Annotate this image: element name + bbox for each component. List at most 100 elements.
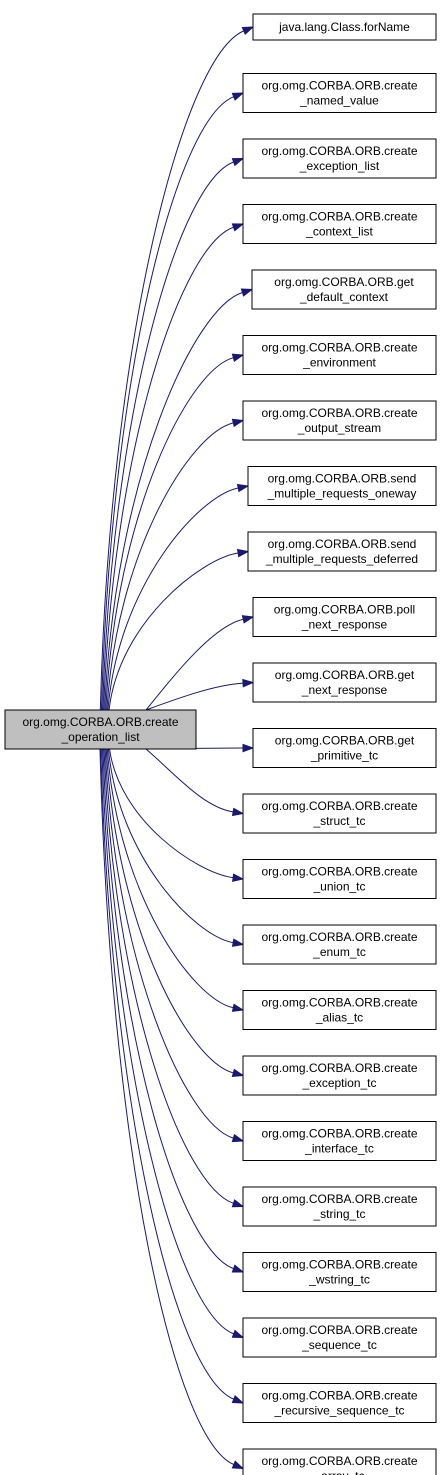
call-edge: [108, 548, 250, 711]
arrow-head-icon: [231, 157, 245, 167]
node-box: [242, 1055, 437, 1096]
edge-line: [99, 30, 244, 711]
node-label-line: org.omg.CORBA.ORB.create: [261, 144, 417, 158]
node-box: [247, 531, 437, 572]
node-label-line: org.omg.CORBA.ORB.create: [261, 1454, 417, 1468]
node-label-line: _primitive_tc: [310, 749, 378, 763]
node-box: [242, 204, 437, 244]
edge-line: [105, 748, 234, 1074]
node-label-line: java.lang.Class.forName: [278, 20, 410, 34]
callee-node[interactable]: org.omg.CORBA.ORB.create_named_value: [242, 73, 437, 113]
arrow-head-icon: [231, 1460, 245, 1470]
node-label-line: _union_tc: [312, 880, 365, 894]
node-label-line: org.omg.CORBA.ORB.create: [261, 1192, 417, 1206]
edge-line: [106, 748, 234, 1009]
node-label-line: _named_value: [299, 94, 379, 108]
node-label-line: _enum_tc: [312, 945, 366, 959]
arrow-head-icon: [231, 938, 245, 947]
node-label-line: _default_context: [299, 290, 389, 304]
callee-node[interactable]: org.omg.CORBA.ORB.create_exception_tc: [242, 1055, 437, 1096]
node-label-line: org.omg.CORBA.ORB.create: [261, 406, 417, 420]
node-label-line: org.omg.CORBA.ORB.get: [275, 668, 415, 682]
node-label-line: _operation_list: [60, 730, 140, 744]
edge-line: [109, 748, 234, 879]
edge-line: [104, 292, 243, 711]
node-label-line: _multiple_requests_oneway: [267, 487, 417, 501]
callee-node[interactable]: org.omg.CORBA.ORB.get_default_context: [251, 269, 437, 310]
arrow-head-icon: [236, 483, 250, 493]
call-edge: [145, 678, 255, 711]
callee-node[interactable]: org.omg.CORBA.ORB.create_array_tc: [242, 1448, 437, 1475]
node-box: [242, 1121, 437, 1161]
node-label-line: _exception_tc: [301, 1076, 376, 1090]
edge-line: [107, 748, 234, 944]
node-label-line: _string_tc: [312, 1207, 365, 1221]
callee-node[interactable]: org.omg.CORBA.ORB.get_primitive_tc: [252, 728, 437, 768]
call-edge: [145, 615, 255, 711]
node-box: [251, 269, 437, 310]
node-label-line: org.omg.CORBA.ORB.poll: [274, 603, 415, 617]
node-label-line: org.omg.CORBA.ORB.create: [261, 210, 417, 224]
node-label-line: org.omg.CORBA.ORB.create: [261, 1258, 417, 1272]
nodes: org.omg.CORBA.ORB.create_operation_listj…: [4, 13, 437, 1475]
arrow-head-icon: [231, 1068, 245, 1077]
node-label-line: org.omg.CORBA.ORB.create: [22, 715, 178, 729]
node-box: [242, 1448, 437, 1475]
edge-line: [107, 487, 239, 711]
node-box: [242, 335, 437, 375]
callee-node[interactable]: org.omg.CORBA.ORB.create_enum_tc: [242, 924, 437, 965]
node-label-line: _next_response: [301, 683, 388, 697]
node-label-line: org.omg.CORBA.ORB.create: [261, 996, 417, 1010]
node-label-line: org.omg.CORBA.ORB.create: [261, 1389, 417, 1403]
arrow-head-icon: [236, 548, 250, 558]
edge-line: [105, 357, 234, 711]
node-label-line: _environment: [302, 356, 376, 370]
callee-node[interactable]: org.omg.CORBA.ORB.create_output_stream: [242, 400, 437, 441]
callee-node[interactable]: org.omg.CORBA.ORB.create_context_list: [242, 204, 437, 244]
callee-node[interactable]: org.omg.CORBA.ORB.create_environment: [242, 335, 437, 375]
arrow-head-icon: [231, 1199, 245, 1208]
callee-node[interactable]: java.lang.Class.forName: [252, 13, 437, 41]
callee-node[interactable]: org.omg.CORBA.ORB.create_exception_list: [242, 138, 437, 179]
edge-line: [145, 682, 244, 711]
edge-line: [106, 422, 234, 711]
call-edge: [101, 157, 245, 711]
callee-node[interactable]: org.omg.CORBA.ORB.create_string_tc: [242, 1186, 437, 1227]
arrow-head-icon: [242, 678, 255, 688]
callee-node[interactable]: org.omg.CORBA.ORB.create_recursive_seque…: [242, 1383, 437, 1423]
callee-node[interactable]: org.omg.CORBA.ORB.send_multiple_requests…: [247, 531, 437, 572]
arrow-head-icon: [231, 1003, 245, 1012]
callee-node[interactable]: org.omg.CORBA.ORB.poll_next_response: [252, 597, 437, 637]
call-edge: [104, 748, 245, 1143]
arrow-head-icon: [231, 1264, 245, 1273]
callee-node[interactable]: org.omg.CORBA.ORB.create_interface_tc: [242, 1121, 437, 1161]
callee-node[interactable]: org.omg.CORBA.ORB.create_union_tc: [242, 859, 437, 899]
callee-node[interactable]: org.omg.CORBA.ORB.create_struct_tc: [242, 793, 437, 834]
call-edge: [100, 92, 245, 711]
node-box: [242, 990, 437, 1030]
callee-node[interactable]: org.omg.CORBA.ORB.create_alias_tc: [242, 990, 437, 1030]
call-edge: [107, 748, 245, 947]
call-edge: [106, 748, 245, 1012]
node-label-line: org.omg.CORBA.ORB.get: [274, 275, 414, 289]
callee-node[interactable]: org.omg.CORBA.ORB.send_multiple_requests…: [247, 466, 437, 506]
arrow-head-icon: [231, 1395, 245, 1404]
edge-line: [145, 618, 244, 711]
node-box: [242, 1252, 437, 1292]
node-label-line: org.omg.CORBA.ORB.create: [261, 1061, 417, 1075]
node-label-line: org.omg.CORBA.ORB.create: [261, 799, 417, 813]
arrow-head-icon: [241, 26, 255, 36]
callee-node[interactable]: org.omg.CORBA.ORB.create_wstring_tc: [242, 1252, 437, 1292]
node-label-line: org.omg.CORBA.ORB.create: [261, 865, 417, 879]
call-edge: [107, 483, 250, 711]
node-label-line: _multiple_requests_deferred: [265, 552, 418, 566]
callee-node[interactable]: org.omg.CORBA.ORB.get_next_response: [252, 662, 437, 703]
callee-node[interactable]: org.omg.CORBA.ORB.create_sequence_tc: [242, 1317, 437, 1358]
node-label-line: org.omg.CORBA.ORB.get: [275, 734, 415, 748]
root-node[interactable]: org.omg.CORBA.ORB.create_operation_list: [4, 709, 197, 750]
call-edge: [100, 748, 245, 1404]
node-label-line: _wstring_tc: [308, 1273, 370, 1287]
arrow-head-icon: [242, 743, 255, 753]
node-label-line: _sequence_tc: [301, 1338, 377, 1352]
edge-line: [100, 96, 234, 711]
